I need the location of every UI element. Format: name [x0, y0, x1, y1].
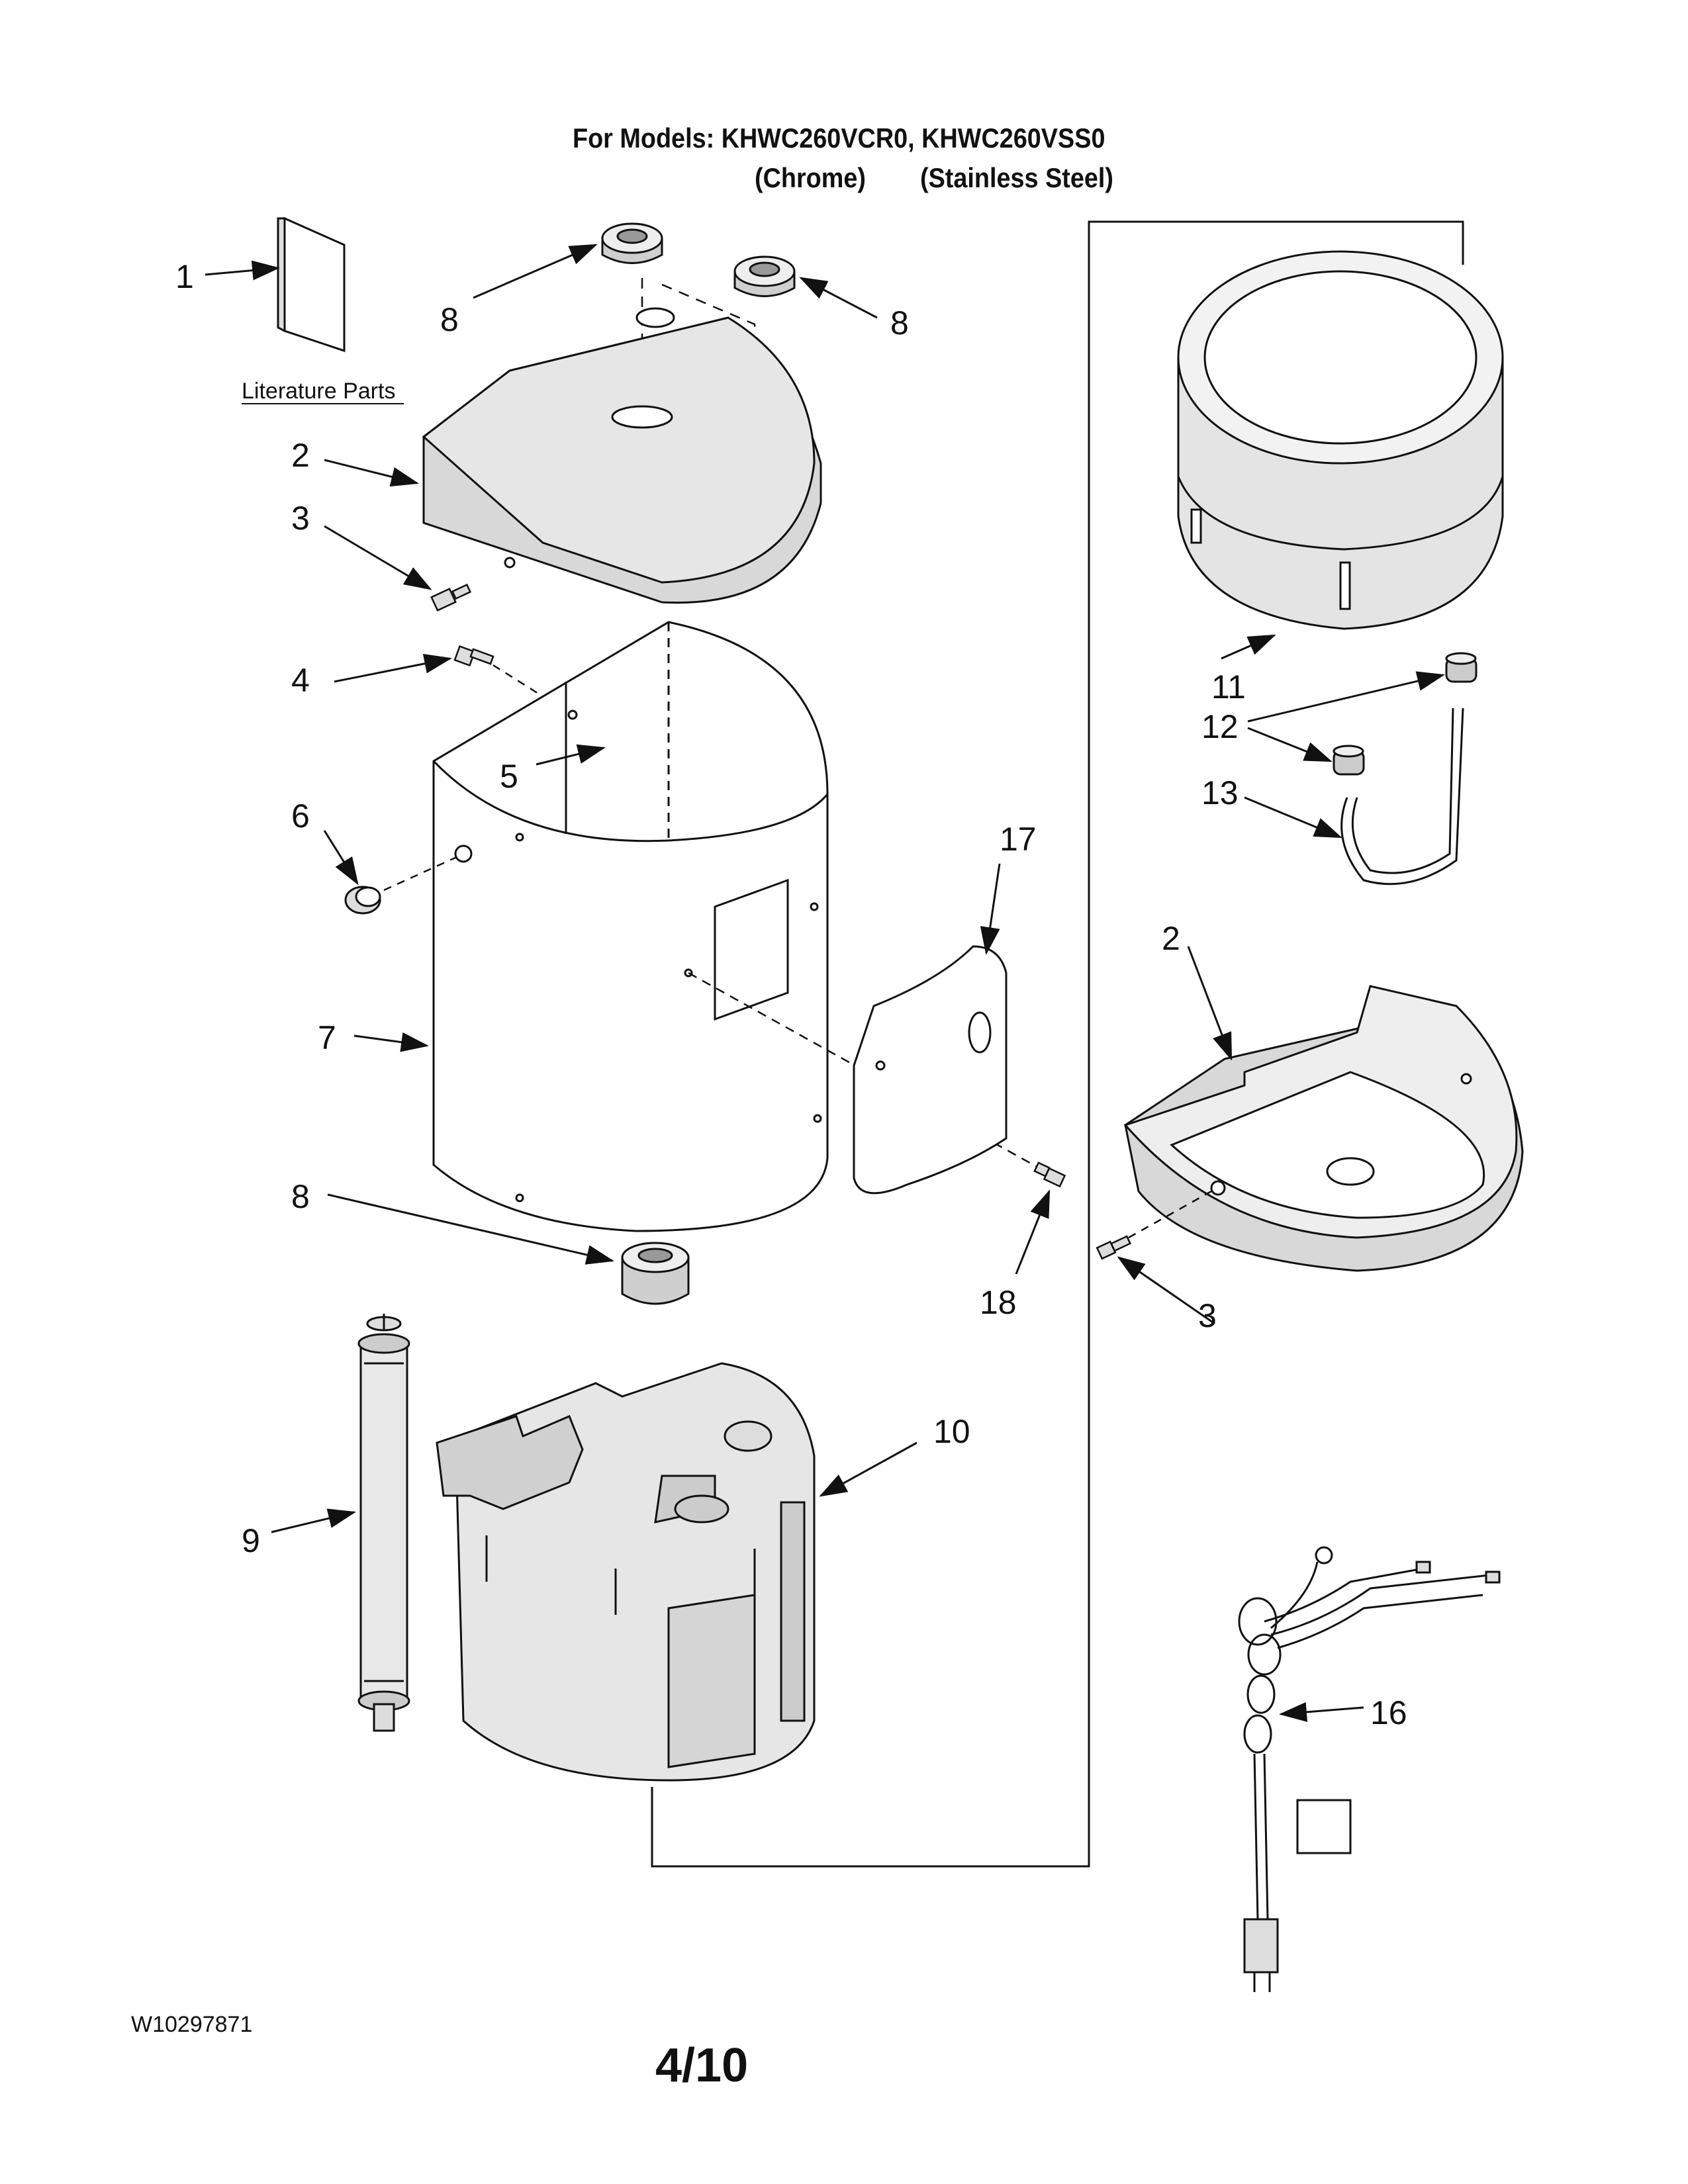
callout-2-lid: 2: [291, 437, 310, 474]
callout-8-top-left: 8: [440, 301, 459, 338]
grommet-top-left: [601, 222, 663, 264]
callout-7: 7: [318, 1019, 336, 1056]
callout-16: 16: [1370, 1694, 1407, 1731]
top-lid: [422, 307, 822, 604]
cap-lower: [1333, 745, 1365, 776]
reservoir-tank: [1177, 250, 1504, 630]
finish-chrome-label: (Chrome): [755, 162, 867, 193]
drip-tray: [1123, 985, 1524, 1272]
grouping-bracket: [651, 220, 1464, 1868]
literature-parts-label: Literature Parts: [242, 379, 395, 404]
callout-8-top-right: 8: [890, 304, 909, 341]
callout-12: 12: [1201, 708, 1239, 745]
literature-booklet: [277, 216, 346, 353]
callout-11: 11: [1211, 668, 1246, 705]
callout-5: 5: [500, 758, 518, 795]
callout-10: 10: [933, 1413, 970, 1450]
callout-13: 13: [1201, 774, 1239, 811]
side-shield: [853, 945, 1008, 1195]
callout-3-left: 3: [291, 500, 310, 537]
callout-8-bottom: 8: [291, 1178, 310, 1215]
screw-left: [430, 583, 472, 612]
screw-shield: [1033, 1161, 1066, 1188]
callout-17: 17: [1000, 821, 1037, 858]
heating-element: [357, 1314, 410, 1732]
cabinet-wrapper: [432, 621, 829, 1232]
screw-upper: [453, 645, 494, 667]
grommet-top-right: [733, 255, 796, 297]
screw-right: [1096, 1235, 1131, 1260]
callout-4: 4: [291, 662, 310, 699]
base-tank: [436, 1362, 816, 1782]
power-cord: [1238, 1546, 1501, 1992]
callout-18: 18: [980, 1284, 1017, 1321]
cap-upper: [1445, 652, 1477, 683]
document-id: W10297871: [131, 2012, 253, 2037]
callout-3-right: 3: [1198, 1297, 1217, 1334]
connector-tube: [1340, 707, 1464, 886]
page-number: 4/10: [655, 2039, 749, 2092]
finish-stainless-label: (Stainless Steel): [920, 162, 1114, 193]
callout-1: 1: [175, 258, 194, 295]
models-title: For Models: KHWC260VCR0, KHWC260VSS0: [573, 122, 1105, 154]
callout-2-tray: 2: [1162, 920, 1180, 957]
hole-plug: [344, 886, 381, 915]
callout-6: 6: [291, 797, 310, 835]
callout-9: 9: [242, 1522, 260, 1559]
grommet-bottom: [621, 1242, 690, 1305]
